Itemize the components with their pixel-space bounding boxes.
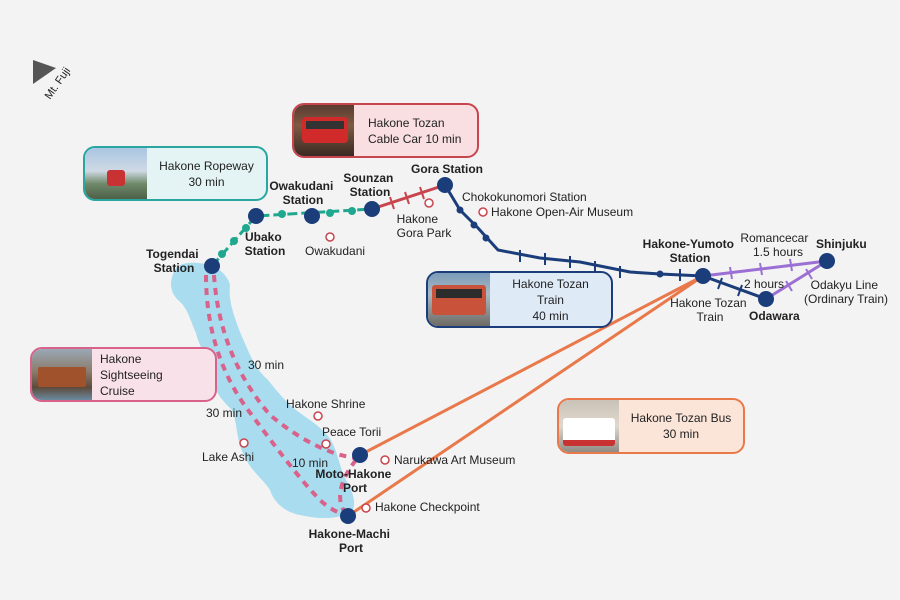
- station-ubako[interactable]: [248, 208, 264, 224]
- lake-ashi-shape: [171, 262, 355, 519]
- station-shinjuku[interactable]: [819, 253, 835, 269]
- station-moto-hakone[interactable]: [352, 447, 368, 463]
- label-gora: Gora Station: [411, 162, 483, 176]
- station-sounzan[interactable]: [364, 201, 380, 217]
- label-peace-torii: Peace Torii: [322, 425, 381, 439]
- label-togendai: Togendai Station: [146, 247, 202, 275]
- bus-route-hakone-machi: [347, 274, 704, 518]
- bus-card-time: 30 min: [662, 427, 700, 441]
- cruise-route-east: [212, 274, 357, 460]
- ropeway-line: [210, 207, 373, 267]
- spot-lake-ashi-icon: [239, 438, 249, 448]
- station-owakudani[interactable]: [304, 208, 320, 224]
- station-hakone-machi[interactable]: [340, 508, 356, 524]
- cruise-card-title: Hakone Sightseeing: [100, 351, 163, 382]
- label-cruise-30a: 30 min: [248, 358, 284, 372]
- bus-route-moto-hakone: [359, 274, 704, 457]
- spot-peace-torii-icon: [321, 439, 331, 449]
- station-gora[interactable]: [437, 177, 453, 193]
- label-tozan-train-route: Hakone Tozan Train: [670, 296, 750, 324]
- label-owakudani-station: Owakudani Station: [269, 179, 336, 207]
- spot-markers: [239, 198, 488, 513]
- label-checkpoint: Hakone Checkpoint: [375, 500, 480, 514]
- tozan-train-card-title: Hakone Tozan Train: [512, 276, 589, 307]
- spot-gora-park-icon: [424, 198, 434, 208]
- label-lake-ashi: Lake Ashi: [202, 450, 254, 464]
- cablecar-card-text: Hakone Tozan Cable Car 10 min: [354, 105, 477, 156]
- label-odakyu: Odakyu Line (Ordinary Train): [804, 278, 888, 306]
- spot-narukawa-icon: [380, 455, 390, 465]
- tozan-train-card-text: Hakone Tozan Train 40 min: [490, 273, 611, 326]
- tozan-train-line: [443, 184, 767, 301]
- cruise-photo: [32, 349, 92, 400]
- spot-owakudani-icon: [325, 232, 335, 242]
- bus-card-text: Hakone Tozan Bus 30 min: [619, 400, 743, 452]
- tozan-train-card-time: 40 min: [532, 308, 569, 323]
- card-cruise[interactable]: Hakone Sightseeing Cruise: [30, 347, 217, 402]
- label-shinjuku: Shinjuku: [816, 237, 867, 251]
- spot-open-air-icon: [478, 207, 488, 217]
- spot-hakone-shrine-icon: [313, 411, 323, 421]
- cablecar-line: [371, 183, 446, 211]
- card-bus[interactable]: Hakone Tozan Bus 30 min: [557, 398, 745, 454]
- label-two-hours: 2 hours: [744, 277, 784, 291]
- card-cablecar[interactable]: Hakone Tozan Cable Car 10 min: [292, 103, 479, 158]
- label-odawara: Odawara: [749, 309, 800, 323]
- ropeway-card-text: Hakone Ropeway 30 min: [147, 148, 266, 199]
- label-chokokunomori: Chokokunomori Station: [462, 190, 587, 204]
- odakyu-lines: [702, 258, 828, 301]
- station-odawara[interactable]: [758, 291, 774, 307]
- label-hakone-yumoto: Hakone-Yumoto Station: [643, 237, 738, 265]
- label-romancecar: Romancecar 1.5 hours: [740, 231, 811, 259]
- label-narukawa: Narukawa Art Museum: [394, 453, 515, 467]
- compass-arrow-icon: [33, 60, 56, 84]
- label-gora-park: Hakone Gora Park: [397, 212, 453, 240]
- station-togendai[interactable]: [204, 258, 220, 274]
- ropeway-card-title: Hakone Ropeway: [159, 158, 254, 173]
- cruise-card-text: Hakone Sightseeing Cruise: [92, 349, 215, 400]
- bus-photo: [559, 400, 619, 452]
- cablecar-card-subtitle: Cable Car 10 min: [368, 131, 462, 146]
- card-ropeway[interactable]: Hakone Ropeway 30 min: [83, 146, 268, 201]
- spot-checkpoint-icon: [361, 503, 371, 513]
- label-cruise-10: 10 min: [292, 456, 328, 470]
- station-markers: [204, 177, 835, 524]
- ropeway-photo: [85, 148, 147, 199]
- label-sounzan: Sounzan Station: [343, 171, 396, 199]
- cablecar-photo: [294, 105, 354, 156]
- card-tozan-train[interactable]: Hakone Tozan Train 40 min: [426, 271, 613, 328]
- label-open-air: Hakone Open-Air Museum: [491, 205, 633, 219]
- bus-card-title: Hakone Tozan Bus: [630, 411, 732, 425]
- tozan-train-photo: [428, 273, 490, 326]
- label-spot-owakudani: Owakudani: [305, 244, 365, 258]
- label-hakone-shrine: Hakone Shrine: [286, 397, 366, 411]
- label-ubako: Ubako Station: [245, 230, 286, 258]
- cablecar-card-title: Hakone Tozan: [368, 115, 445, 130]
- cruise-card-subtitle: Cruise: [100, 383, 135, 398]
- station-hakone-yumoto[interactable]: [695, 268, 711, 284]
- label-moto-hakone: Moto-Hakone Port: [315, 467, 394, 495]
- label-hakone-machi: Hakone-Machi Port: [309, 527, 394, 555]
- label-cruise-30b: 30 min: [206, 406, 242, 420]
- ropeway-card-time: 30 min: [188, 174, 225, 189]
